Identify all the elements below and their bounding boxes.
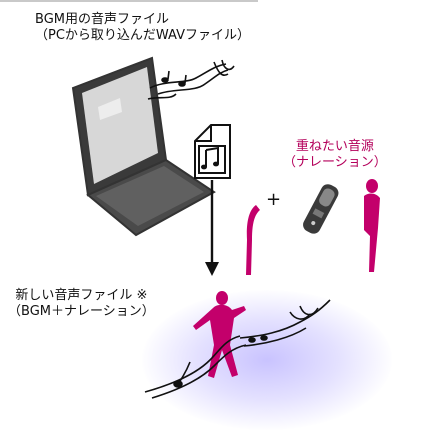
new-file-subtitle: （BGM＋ナレーション） <box>8 304 155 319</box>
new-file-label: 新しい音声ファイル ※ （BGM＋ナレーション） <box>8 288 155 320</box>
bgm-file-label: BGM用の音声ファイル （PCから取り込んだWAVファイル） <box>35 12 250 44</box>
microphone-icon <box>303 184 339 234</box>
bgm-file-subtitle: （PCから取り込んだWAVファイル） <box>35 28 251 43</box>
music-notes-icon <box>147 59 235 100</box>
down-arrow-icon <box>205 180 219 276</box>
music-file-icon <box>194 124 231 179</box>
output-glow <box>142 290 392 430</box>
plus-sign: + <box>266 189 281 210</box>
narration-title: 重ねたい音源 <box>295 139 374 154</box>
narration-subtitle: （ナレーション） <box>283 155 387 170</box>
speaker-silhouette-icon <box>246 205 260 275</box>
bgm-file-title: BGM用の音声ファイル <box>35 12 169 27</box>
output-music-notes-icon <box>144 299 331 399</box>
dancer-silhouette-icon <box>193 291 246 378</box>
new-file-title: 新しい音声ファイル ※ <box>15 288 148 303</box>
narrator-silhouette-icon <box>364 179 380 272</box>
laptop-icon <box>71 56 216 237</box>
narration-label: 重ねたい音源 （ナレーション） <box>283 139 387 171</box>
top-divider <box>0 0 258 2</box>
